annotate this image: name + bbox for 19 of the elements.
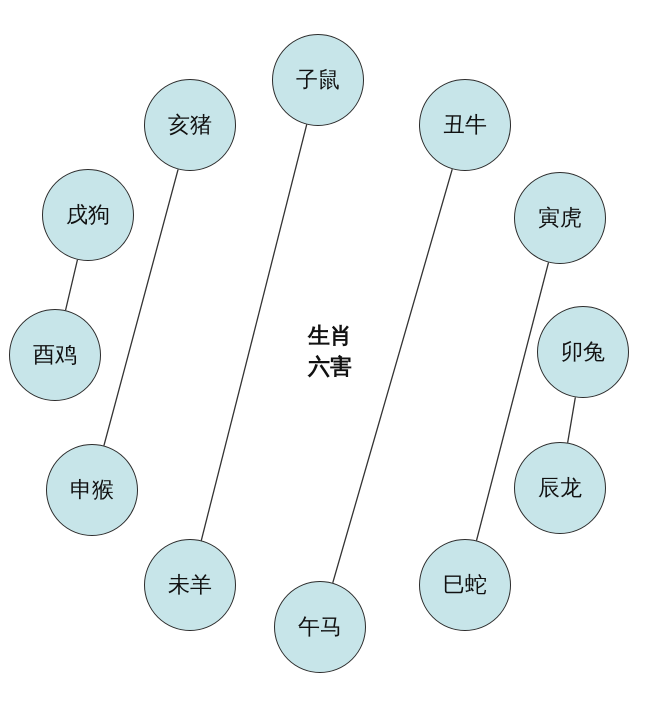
zodiac-label: 戌狗	[66, 202, 110, 230]
connector-line	[64, 260, 78, 310]
zodiac-label: 子鼠	[296, 67, 340, 95]
connector-line	[476, 262, 550, 541]
zodiac-label: 巳蛇	[443, 572, 487, 600]
zodiac-label: 午马	[298, 614, 342, 642]
connector-line	[567, 397, 576, 443]
connector-line	[332, 169, 453, 583]
zodiac-label: 酉鸡	[33, 342, 77, 370]
zodiac-label: 辰龙	[538, 475, 582, 503]
connector-line	[103, 169, 179, 446]
zodiac-label: 寅虎	[538, 205, 582, 233]
zodiac-label: 亥猪	[168, 112, 212, 140]
diagram-title: 生肖六害	[306, 323, 353, 382]
zodiac-label: 卯兔	[561, 339, 605, 367]
zodiac-label: 丑牛	[443, 112, 487, 140]
zodiac-label: 未羊	[168, 572, 212, 600]
connector-line	[200, 124, 308, 541]
zodiac-label: 申猴	[70, 477, 114, 505]
